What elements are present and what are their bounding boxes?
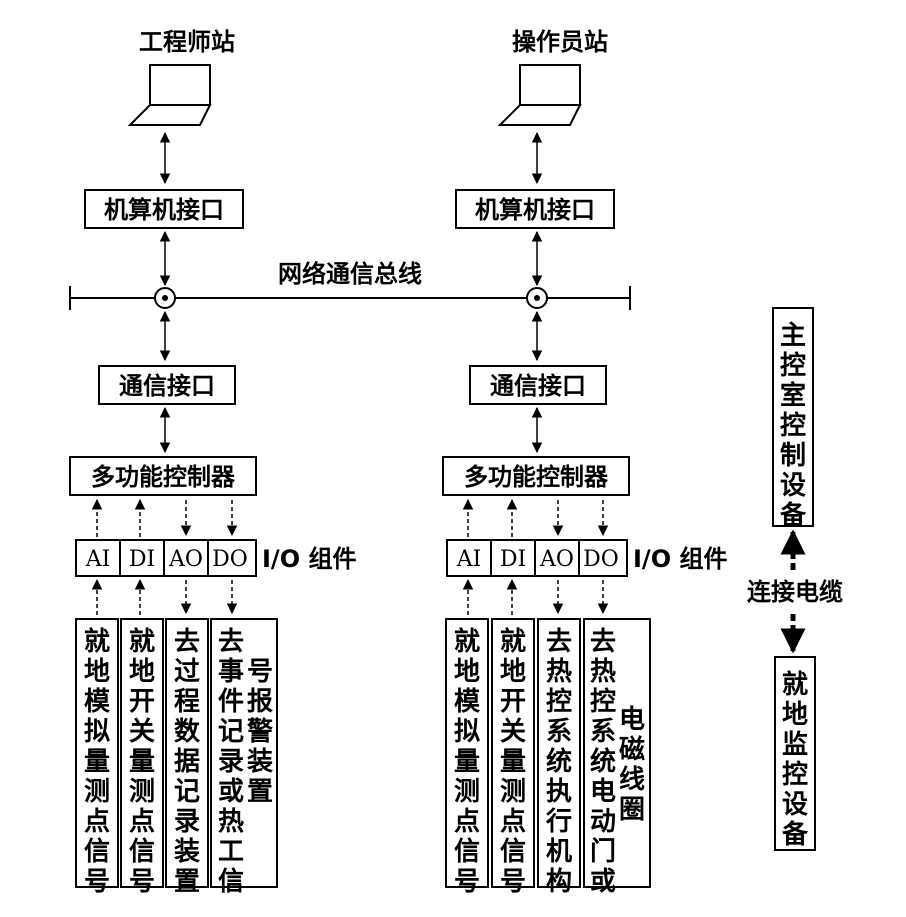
- computer-interface-label-2: 机算机接口: [475, 196, 595, 224]
- signal-box: [583, 618, 651, 888]
- computer-interface-label-1: 机算机接口: [104, 196, 224, 224]
- comm-interface-label-1: 通信接口: [119, 372, 215, 400]
- io-module-do: DO: [583, 547, 619, 572]
- comm-interface-box-2: [469, 365, 607, 405]
- signal-box: [491, 618, 535, 888]
- computer-interface-box-2: [455, 189, 615, 229]
- signal-box: [165, 618, 209, 888]
- signal-text: 去过程数据记录装置: [174, 627, 201, 897]
- io-modules-1: [75, 539, 257, 577]
- signal-text-2: 电磁线圈: [619, 705, 645, 825]
- local-monitor-box: [774, 656, 816, 851]
- io-modules-2: [446, 539, 628, 577]
- signal-text: 去热控系统执行机构: [545, 627, 572, 897]
- io-module-ai: AI: [85, 547, 111, 572]
- signal-box: [75, 618, 119, 888]
- bus-label: 网络通信总线: [278, 260, 422, 288]
- controller-box-2: [442, 456, 630, 496]
- io-module-do: DO: [212, 547, 248, 572]
- cable-label: 连接电缆: [747, 578, 843, 606]
- signal-box: [537, 618, 581, 888]
- io-label-1: I/O 组件: [262, 545, 356, 573]
- signal-text: 去事件记录或热工信: [218, 627, 244, 897]
- operator-station-title: 操作员站: [512, 28, 608, 56]
- signal-text-2: 号报警装置: [247, 657, 273, 807]
- bus-node-icon: [154, 287, 176, 309]
- laptop-icon: [497, 64, 582, 126]
- signal-box: [210, 618, 278, 888]
- bus-node-icon: [526, 287, 548, 309]
- main-room-box: [772, 307, 814, 527]
- controller-label-2: 多功能控制器: [464, 463, 609, 491]
- io-module-di: DI: [500, 547, 526, 572]
- computer-interface-box-1: [84, 189, 244, 229]
- signal-text: 就地模拟量测点信号: [84, 627, 111, 897]
- signal-box: [120, 618, 164, 888]
- comm-interface-label-2: 通信接口: [490, 372, 586, 400]
- engineer-station-title: 工程师站: [139, 28, 235, 56]
- io-module-ao: AO: [539, 547, 574, 572]
- local-monitor-label: 就地监控设备: [781, 670, 809, 850]
- signal-box: [445, 618, 489, 888]
- io-module-ai: AI: [456, 547, 482, 572]
- signal-text: 就地开关量测点信号: [500, 627, 526, 897]
- controller-label-1: 多功能控制器: [91, 463, 236, 491]
- signal-text: 就地开关量测点信号: [129, 627, 155, 897]
- laptop-icon: [127, 64, 212, 126]
- signal-text: 就地模拟量测点信号: [454, 627, 481, 897]
- main-room-label: 主控室控制设备: [779, 321, 807, 531]
- io-module-di: DI: [129, 547, 155, 572]
- io-module-ao: AO: [168, 547, 203, 572]
- comm-interface-box-1: [98, 365, 236, 405]
- controller-box-1: [69, 456, 257, 496]
- signal-text: 去热控系统电动门或: [590, 627, 616, 897]
- io-label-2: I/O 组件: [633, 545, 727, 573]
